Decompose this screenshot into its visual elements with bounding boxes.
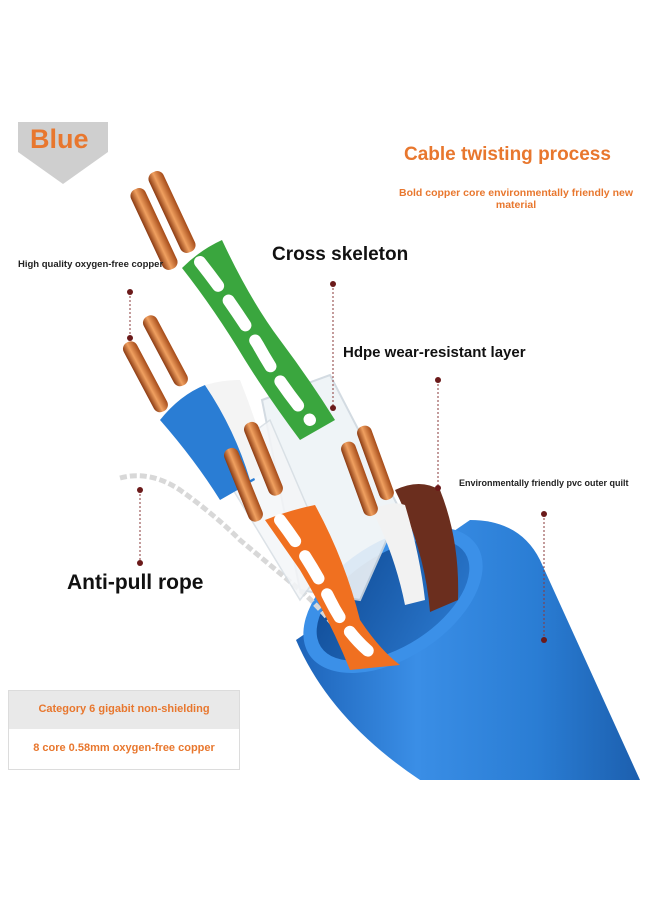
label-anti-pull-rope: Anti-pull rope (67, 571, 204, 594)
anti-pull-rope (119, 473, 348, 642)
label-hdpe-layer: Hdpe wear-resistant layer (343, 344, 526, 361)
page-subtitle: Bold copper core environmentally friendl… (399, 187, 633, 211)
label-oxygen-free-copper: High quality oxygen-free copper (18, 259, 164, 270)
spec-box-header (9, 691, 239, 729)
leader-dots (127, 281, 547, 643)
green-pair (130, 171, 335, 440)
spec-category: Category 6 gigabit non-shielding (38, 703, 210, 715)
color-badge-label: Blue (30, 124, 89, 154)
label-cross-skeleton: Cross skeleton (272, 244, 409, 265)
orange-pair (224, 421, 400, 670)
brown-pair (341, 425, 459, 612)
page-title: Cable twisting process (404, 144, 611, 165)
color-badge-shape (18, 122, 108, 184)
spec-box: Category 6 gigabit non-shielding 8 core … (8, 690, 240, 770)
label-pvc-outer-jacket: Environmentally friendly pvc outer quilt (459, 478, 629, 488)
leader-lines (129, 284, 545, 640)
spec-core: 8 core 0.58mm oxygen-free copper (33, 742, 215, 754)
